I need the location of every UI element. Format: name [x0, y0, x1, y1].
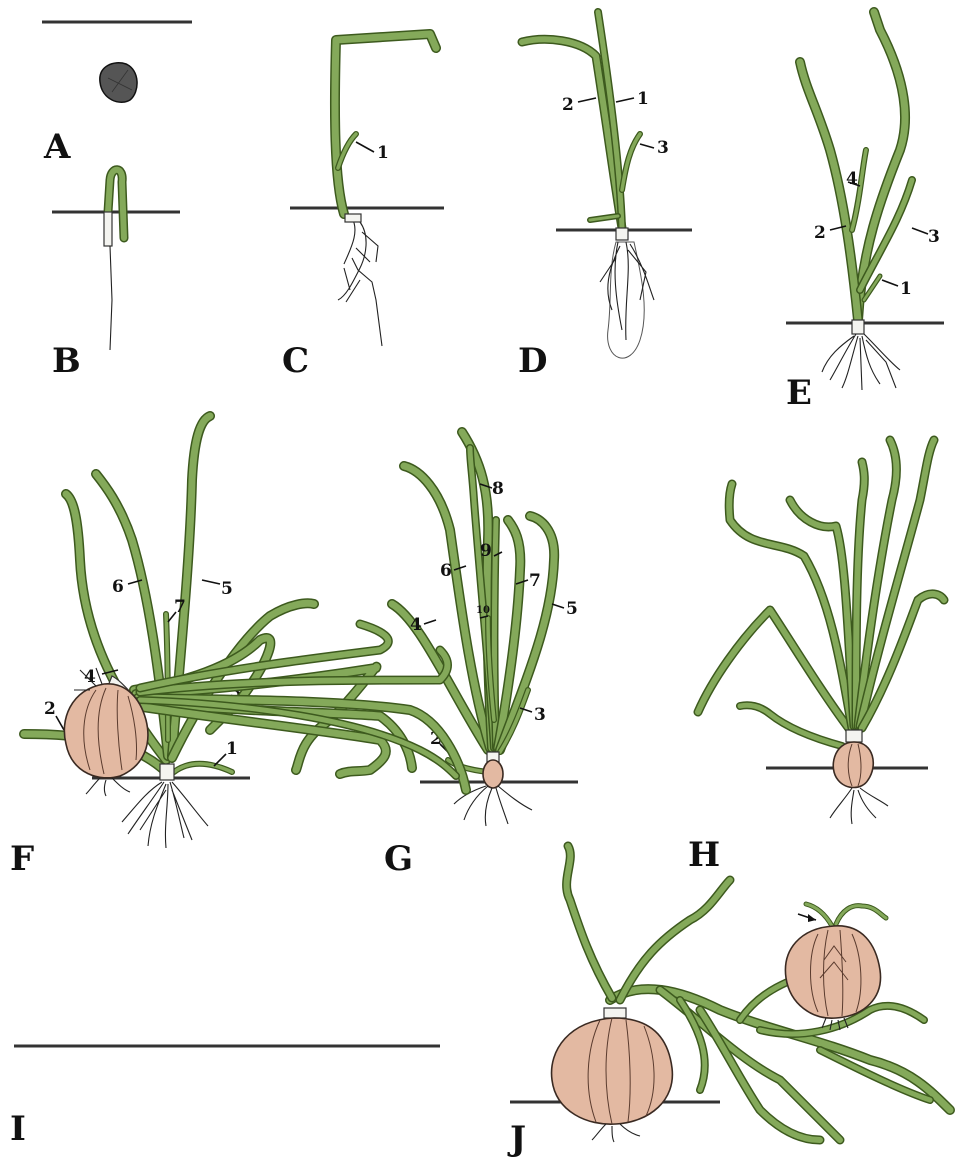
panel-letter-g: G: [384, 839, 413, 879]
panel-letter-f: F: [10, 839, 34, 879]
panel-b: B: [52, 170, 180, 381]
panel-e: 4 2 3 1 E: [786, 12, 944, 413]
panel-letter-h: H: [688, 835, 720, 875]
primary-root: [110, 246, 112, 350]
leaf-number-7: 7: [529, 571, 541, 591]
leaf-number-5: 5: [221, 579, 233, 599]
panel-letter-c: C: [282, 341, 309, 381]
cotyledon-leaf: [335, 34, 436, 214]
leaf-number-3: 3: [657, 138, 669, 158]
panel-h: H: [688, 440, 944, 875]
leaves: [800, 12, 912, 320]
leaf-number-1: 1: [637, 89, 649, 109]
panel-letter-b: B: [52, 341, 81, 381]
leaf-number-1: 1: [226, 739, 238, 759]
panel-g: 8 9 6 7 10 4 5 3 2 G: [384, 432, 578, 879]
leaf-number-4: 4: [846, 169, 858, 189]
leaf-number-8: 8: [492, 479, 504, 499]
leaf-number-2: 2: [814, 223, 826, 243]
leaf-number-2: 2: [44, 699, 56, 719]
panel-i: I: [10, 624, 466, 1149]
leaf-number-6: 6: [440, 561, 452, 581]
panel-letter-e: E: [786, 373, 812, 413]
leaf-number-3: 3: [928, 227, 940, 247]
leaf-number-3: 3: [534, 705, 546, 725]
leaf-number-2: 2: [562, 95, 574, 115]
leaf-number-1: 1: [900, 279, 912, 299]
panel-d: 2 1 3 D: [518, 12, 692, 381]
leaf-number-9: 9: [480, 541, 492, 561]
panel-letter-i: I: [10, 1109, 26, 1149]
panel-j: J: [507, 846, 950, 1158]
leaf-number-7: 7: [174, 597, 186, 617]
panel-letter-j: J: [507, 1119, 526, 1158]
leaf-number-1: 1: [377, 143, 389, 163]
panel-letter-a: A: [43, 127, 71, 167]
leaves: [698, 440, 944, 746]
leaf-number-5: 5: [566, 599, 578, 619]
leaf-7: [166, 614, 168, 740]
cured-bulb-body: [785, 926, 880, 1018]
leaf-number-4: 4: [410, 615, 422, 635]
leaves: [392, 432, 554, 772]
leaf-number-10: 10: [476, 605, 490, 616]
small-bulb: [483, 760, 503, 788]
panel-a: A: [42, 22, 192, 167]
leaf-4: [852, 150, 866, 230]
panel-letter-d: D: [518, 341, 547, 381]
bulb: [833, 742, 873, 788]
panel-c: 1 C: [282, 34, 444, 381]
leaf-number-6: 6: [112, 577, 124, 597]
